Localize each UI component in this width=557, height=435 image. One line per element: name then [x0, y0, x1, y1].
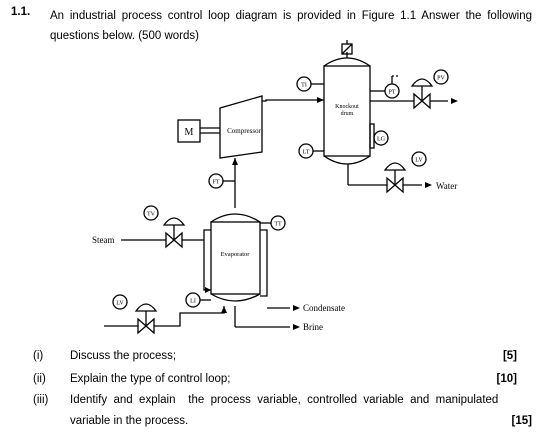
tt-label: TT	[274, 222, 282, 228]
pv-instrument	[433, 69, 449, 85]
lg-instrument	[373, 130, 389, 146]
tv-label: TV	[147, 212, 156, 218]
subq-1-text: Discuss the process;	[70, 350, 177, 362]
water-label: Water	[436, 181, 457, 191]
subq-3-marks: [15]	[511, 415, 532, 427]
lt-label: LT	[303, 150, 310, 156]
compressor-label: Compressor	[227, 127, 262, 135]
question-number: 1.1.	[11, 6, 31, 18]
pv-valve-left	[413, 92, 423, 110]
li-label: LI	[190, 299, 196, 305]
tv-actuator	[162, 217, 186, 226]
lv-top-valve-right	[394, 176, 404, 194]
evaporator	[210, 221, 261, 295]
lv-bottom-valve-left	[137, 317, 147, 335]
subq-3-text-line1: Identify and explain the process variabl…	[70, 394, 499, 406]
motor-label: M	[185, 127, 194, 138]
tv-valve-left	[165, 231, 175, 249]
knockout-drum-bottom	[323, 155, 371, 165]
subq-3-number: (iii)	[33, 394, 49, 406]
lv-bottom-instrument	[112, 294, 128, 310]
subq-2-text: Explain the type of control loop;	[70, 373, 231, 385]
knockout-label: Knockout	[335, 104, 359, 110]
evaporator-bottom	[210, 293, 261, 302]
lv-bottom-valve-right	[145, 317, 155, 335]
compressor	[219, 95, 263, 159]
pv-label: PV	[437, 76, 445, 82]
steam-label: Steam	[92, 235, 115, 245]
lg-label: LG	[377, 137, 386, 143]
pv-actuator	[410, 78, 434, 87]
ti-label: TI	[301, 83, 307, 89]
pv-valve-right	[421, 92, 431, 110]
drum-label: drum	[341, 111, 354, 117]
evaporator-top	[210, 213, 261, 223]
lv-bottom-label: LV	[116, 301, 124, 307]
lv-bottom-actuator	[134, 303, 158, 312]
subq-2-marks: [10]	[496, 373, 517, 385]
question-text: An industrial process control loop diagr…	[50, 10, 532, 42]
subq-1-number: (i)	[33, 350, 44, 362]
ft-label: FT	[212, 180, 219, 186]
lv-top-actuator	[383, 162, 407, 171]
tv-instrument	[143, 205, 159, 221]
subq-3-text-line2: variable in the process.	[70, 415, 189, 427]
knockout-drum	[323, 65, 371, 157]
brine-label: Brine	[303, 322, 323, 332]
lv-top-valve-left	[386, 176, 396, 194]
knockout-drum-top	[323, 57, 371, 67]
lv-top-instrument	[411, 151, 427, 167]
condensate-label: Condensate	[303, 303, 345, 313]
evaporator-label: Evaporator	[221, 251, 251, 258]
subq-1-marks: [5]	[502, 350, 517, 362]
pt-label: PT	[388, 90, 395, 96]
lv-top-label: LV	[415, 158, 423, 164]
motor	[177, 119, 201, 143]
subq-2-number: (ii)	[33, 373, 46, 385]
tv-valve-right	[173, 231, 183, 249]
